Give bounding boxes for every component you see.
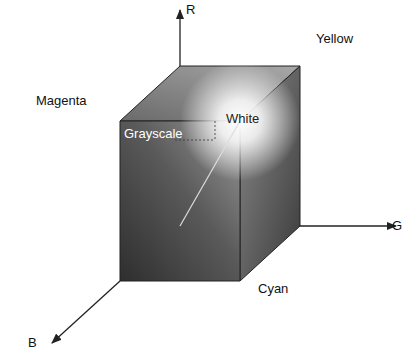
corner-label: Cyan <box>258 282 288 296</box>
corner-label: White <box>226 112 259 126</box>
hidden-edge <box>215 121 216 140</box>
axis-label: R <box>186 3 195 17</box>
corner-label: Magenta <box>36 94 87 108</box>
corner-label: Yellow <box>316 32 353 46</box>
diagonal-label: Grayscale <box>124 127 183 141</box>
white-glow <box>180 61 300 181</box>
g-axis <box>300 225 396 226</box>
axis-label: G <box>392 219 402 233</box>
axis-label: B <box>28 336 37 350</box>
r-axis <box>179 10 180 66</box>
grayscale-diagonal <box>180 121 240 226</box>
b-axis <box>52 281 120 343</box>
